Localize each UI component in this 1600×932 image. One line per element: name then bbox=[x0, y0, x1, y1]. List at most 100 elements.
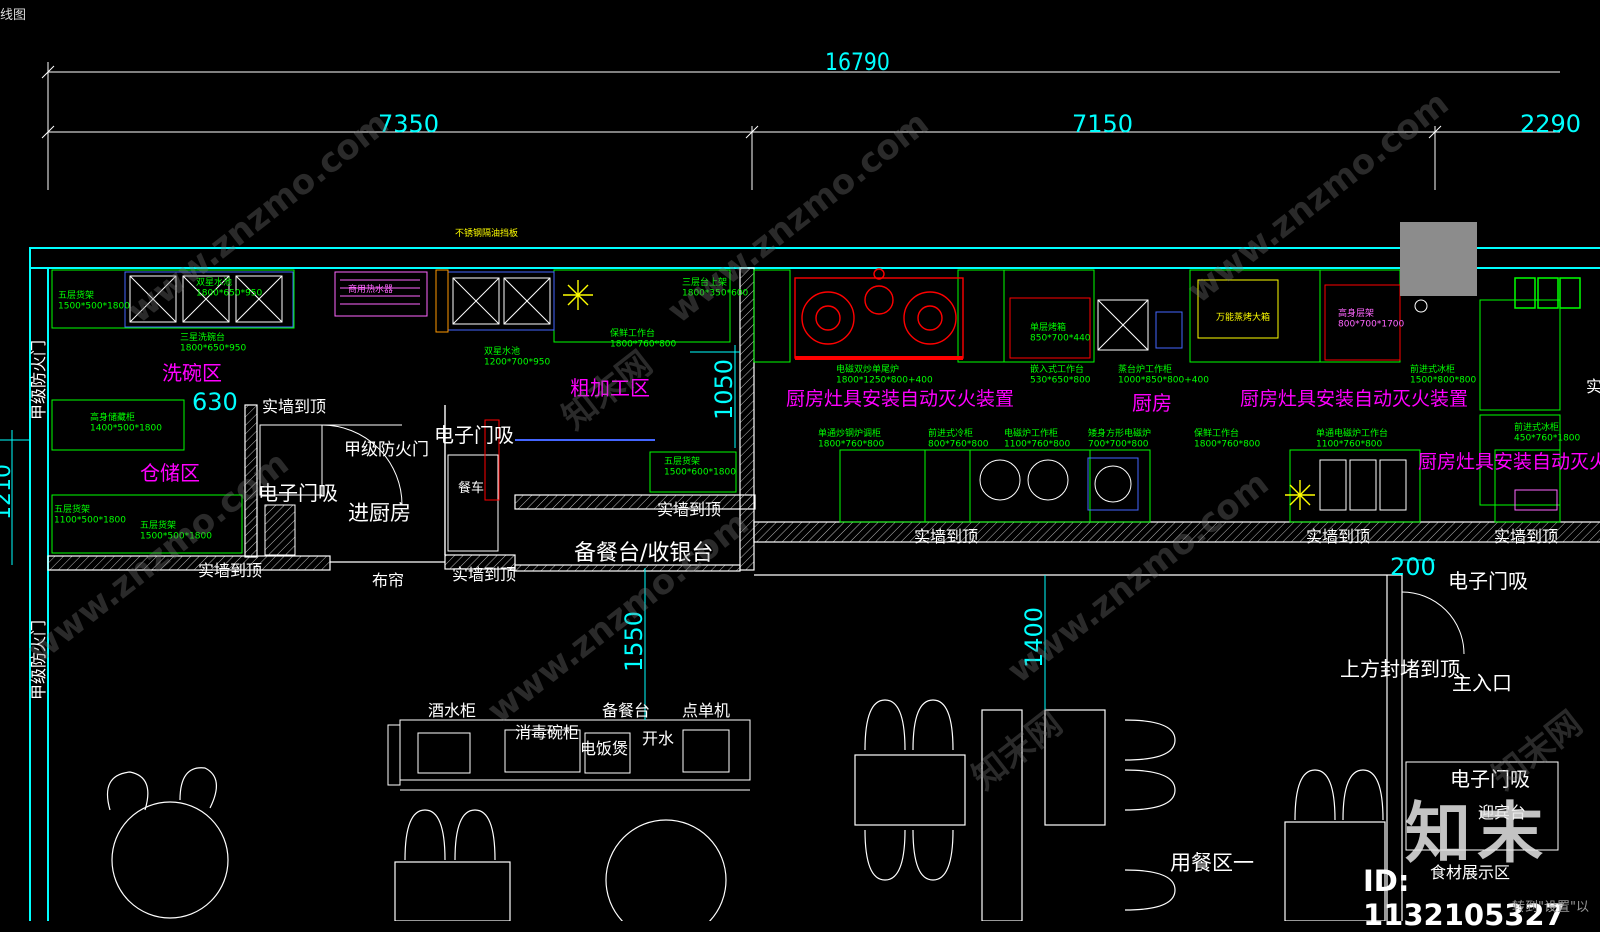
induction-hobs bbox=[979, 457, 1558, 511]
label-wall-top-3: 实墙到顶 bbox=[452, 565, 516, 584]
entry-room bbox=[259, 405, 655, 556]
label-seal-top: 上方封堵到顶 bbox=[1340, 657, 1460, 681]
zone-kitchen: 厨房 bbox=[1132, 391, 1172, 415]
label-mag-door-4: 电子门吸 bbox=[1450, 767, 1530, 791]
counter-front bbox=[387, 719, 751, 791]
steamer-unit bbox=[1097, 279, 1279, 351]
label-side-fire-2: 甲级防火门 bbox=[29, 620, 48, 700]
wok-stove bbox=[794, 268, 964, 360]
label-rice-cooker: 电饭煲 bbox=[580, 739, 628, 758]
dimension-lines bbox=[41, 62, 1560, 190]
dim-1550: 1550 bbox=[620, 611, 648, 672]
equip-red-right bbox=[1324, 284, 1401, 361]
fan-symbols bbox=[563, 280, 1315, 510]
oven bbox=[1009, 297, 1091, 359]
drawing-tab-title[interactable]: 线图 bbox=[0, 8, 27, 23]
dim-200: 200 bbox=[1390, 553, 1436, 581]
note-e17: 万能蒸烤大箱 bbox=[1216, 311, 1270, 323]
zone-fire-3: 厨房灶具安装自动灭火装置 bbox=[1418, 451, 1600, 473]
label-wall-top-5: 实墙到顶 bbox=[914, 527, 978, 546]
interior-walls bbox=[47, 267, 1600, 921]
dim-630: 630 bbox=[192, 388, 238, 416]
label-disinfect: 消毒碗柜 bbox=[515, 723, 579, 742]
dim-total: 16790 bbox=[825, 48, 890, 76]
label-mag-door-1: 电子门吸 bbox=[434, 423, 514, 447]
grease-baffle bbox=[435, 269, 449, 333]
green-units bbox=[1514, 277, 1581, 309]
zone-fire-1: 厨房灶具安装自动灭火装置 bbox=[786, 388, 1014, 410]
note-e4: 商用热水器 bbox=[348, 283, 393, 295]
reception-desk bbox=[1405, 761, 1559, 851]
dim-seg1: 7350 bbox=[378, 110, 439, 138]
label-water: 开水 bbox=[642, 729, 674, 748]
label-wall-top-2: 实墙到顶 bbox=[198, 561, 262, 580]
label-wall-top-1: 实墙到顶 bbox=[262, 397, 326, 416]
dim-1400: 1400 bbox=[1020, 607, 1048, 668]
zone-storage: 仓储区 bbox=[140, 461, 200, 485]
dim-seg3: 2290 bbox=[1520, 110, 1581, 138]
outer-walls bbox=[29, 247, 1600, 921]
label-enter-kitchen: 进厨房 bbox=[348, 501, 411, 525]
column bbox=[1400, 222, 1477, 296]
label-dining: 用餐区一 bbox=[1170, 851, 1254, 875]
label-wall-top-4: 实墙到顶 bbox=[657, 500, 721, 519]
door-swing bbox=[1401, 591, 1465, 655]
zone-prep: 粗加工区 bbox=[570, 376, 650, 400]
label-right-edge: 实 bbox=[1586, 377, 1600, 396]
activation-hint: 转到"设置"以 bbox=[1512, 900, 1589, 915]
label-mag-door-2: 电子门吸 bbox=[258, 481, 338, 505]
label-food-display: 食材展示区 bbox=[1430, 863, 1510, 882]
drain bbox=[1414, 299, 1428, 313]
zone-fire-2: 厨房灶具安装自动灭火装置 bbox=[1240, 388, 1468, 410]
label-curtain: 布帘 bbox=[372, 571, 404, 590]
label-prep-table: 备餐台 bbox=[602, 701, 650, 720]
label-fire-door: 甲级防火门 bbox=[344, 440, 429, 460]
water-heater bbox=[334, 271, 428, 317]
dim-1210: 1210 bbox=[0, 464, 16, 520]
label-side-fire-1: 甲级防火门 bbox=[29, 340, 48, 420]
equipment-outlines bbox=[51, 269, 1561, 554]
label-order-machine: 点单机 bbox=[682, 701, 730, 720]
dim-1050: 1050 bbox=[710, 359, 738, 420]
label-wall-top-7: 实墙到顶 bbox=[1494, 527, 1558, 546]
label-mag-door-3: 电子门吸 bbox=[1448, 569, 1528, 593]
inner-dims bbox=[0, 345, 1435, 720]
dining-furniture bbox=[106, 699, 1386, 932]
double-sink bbox=[447, 271, 555, 331]
brand-logo: 知末 bbox=[1405, 795, 1549, 872]
note-e5: 不锈钢隔油挡板 bbox=[455, 227, 518, 239]
label-main-entrance: 主入口 bbox=[1452, 671, 1512, 695]
label-cashier: 备餐台/收银台 bbox=[574, 541, 713, 566]
zone-dishwash: 洗碗区 bbox=[162, 361, 222, 385]
label-cart: 餐车 bbox=[458, 480, 484, 496]
dim-seg2: 7150 bbox=[1072, 110, 1133, 138]
label-wall-top-6: 实墙到顶 bbox=[1306, 527, 1370, 546]
label-wine: 酒水柜 bbox=[428, 701, 476, 720]
label-reception: 迎宾台 bbox=[1478, 803, 1526, 822]
